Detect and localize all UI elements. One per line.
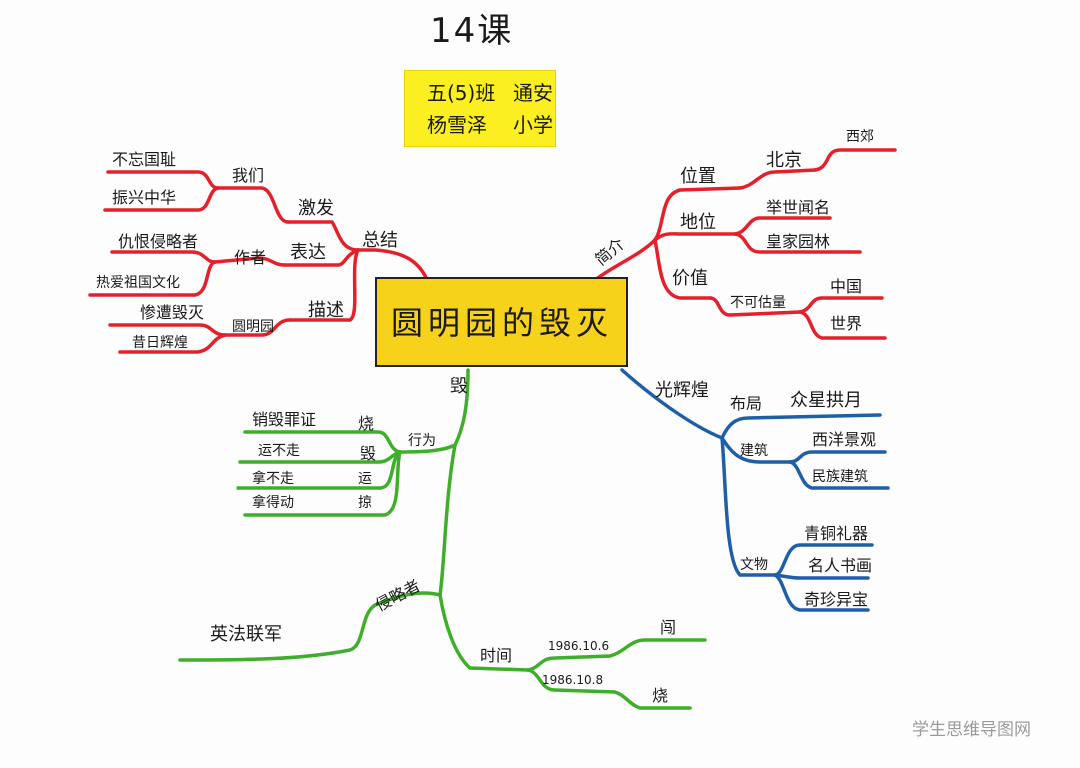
act-row-4-act: 掠	[358, 495, 372, 511]
school-name-part2: 小学	[513, 113, 553, 137]
location-label: 位置	[680, 166, 716, 187]
act-row-4-what: 拿得动	[252, 495, 294, 511]
relics-item-3: 奇珍异宝	[804, 590, 869, 609]
school-name-part1: 通安	[513, 81, 553, 105]
summary-branch-lines	[88, 170, 430, 354]
act-row-3-what: 拿不走	[252, 471, 294, 487]
act-row-1-what: 销毁罪证	[252, 410, 317, 429]
architecture-item-1: 西洋景观	[812, 430, 877, 449]
act-row-2-what: 运不走	[258, 443, 300, 459]
status-item-1: 举世闻名	[766, 198, 831, 217]
we-label: 我们	[232, 166, 265, 185]
inspire-item-1: 不忘国耻	[112, 150, 177, 169]
time-event-1-act: 闯	[660, 618, 677, 637]
describe-item-1: 惨遭毁灭	[140, 303, 205, 322]
time-event-2-date: 1986.10.8	[542, 673, 604, 687]
relics-label: 文物	[740, 557, 768, 573]
value-item-1: 中国	[830, 277, 863, 296]
time-label: 时间	[480, 646, 513, 665]
express-item-2: 热爱祖国文化	[96, 275, 180, 291]
layout-label: 布局	[730, 394, 763, 413]
location-value: 北京	[766, 150, 802, 171]
inspire-label: 激发	[298, 198, 334, 219]
invaders-value: 英法联军	[210, 624, 282, 645]
act-row-3-act: 运	[358, 471, 372, 487]
student-info-box: 五(5)班 通安 杨雪泽 小学	[404, 70, 556, 147]
value-label: 价值	[672, 268, 708, 289]
location-detail: 西郊	[846, 129, 874, 145]
student-name: 杨雪泽	[427, 113, 487, 137]
inspire-item-2: 振兴中华	[112, 188, 177, 207]
glory-label: 光辉煌	[655, 380, 709, 401]
act-row-2-act: 毁	[360, 444, 377, 463]
status-label: 地位	[680, 212, 716, 233]
value-item-2: 世界	[830, 314, 863, 333]
time-event-2-act: 烧	[652, 686, 669, 705]
relics-item-1: 青铜礼器	[804, 524, 869, 543]
describe-label: 描述	[308, 300, 344, 321]
architecture-label: 建筑	[740, 443, 768, 459]
class-label: 五(5)班	[427, 81, 496, 105]
architecture-item-2: 民族建筑	[812, 469, 868, 485]
author-label: 作者	[234, 248, 267, 267]
destroy-branch-lines	[178, 368, 707, 710]
express-label: 表达	[290, 242, 326, 263]
lesson-heading: 14课	[430, 11, 514, 51]
act-row-1-act: 烧	[358, 414, 375, 433]
time-event-1-date: 1986.10.6	[548, 639, 610, 653]
acts-label: 行为	[408, 433, 436, 449]
describe-subject: 圆明园	[232, 319, 274, 335]
summary-label: 总结	[362, 230, 398, 251]
destroy-label: 毁	[450, 376, 468, 397]
glory-branch-lines	[620, 368, 890, 612]
layout-value: 众星拱月	[790, 390, 862, 411]
watermark: 学生思维导图网	[912, 720, 1031, 740]
central-topic: 圆明园的毁灭	[391, 304, 614, 342]
intro-branch-lines	[593, 148, 897, 340]
relics-item-2: 名人书画	[808, 556, 873, 575]
describe-item-2: 昔日辉煌	[132, 335, 188, 351]
central-topic-box: 圆明园的毁灭	[375, 277, 628, 367]
value-node: 不可估量	[730, 295, 786, 311]
status-item-2: 皇家园林	[766, 232, 831, 251]
express-item-1: 仇恨侵略者	[118, 232, 199, 251]
